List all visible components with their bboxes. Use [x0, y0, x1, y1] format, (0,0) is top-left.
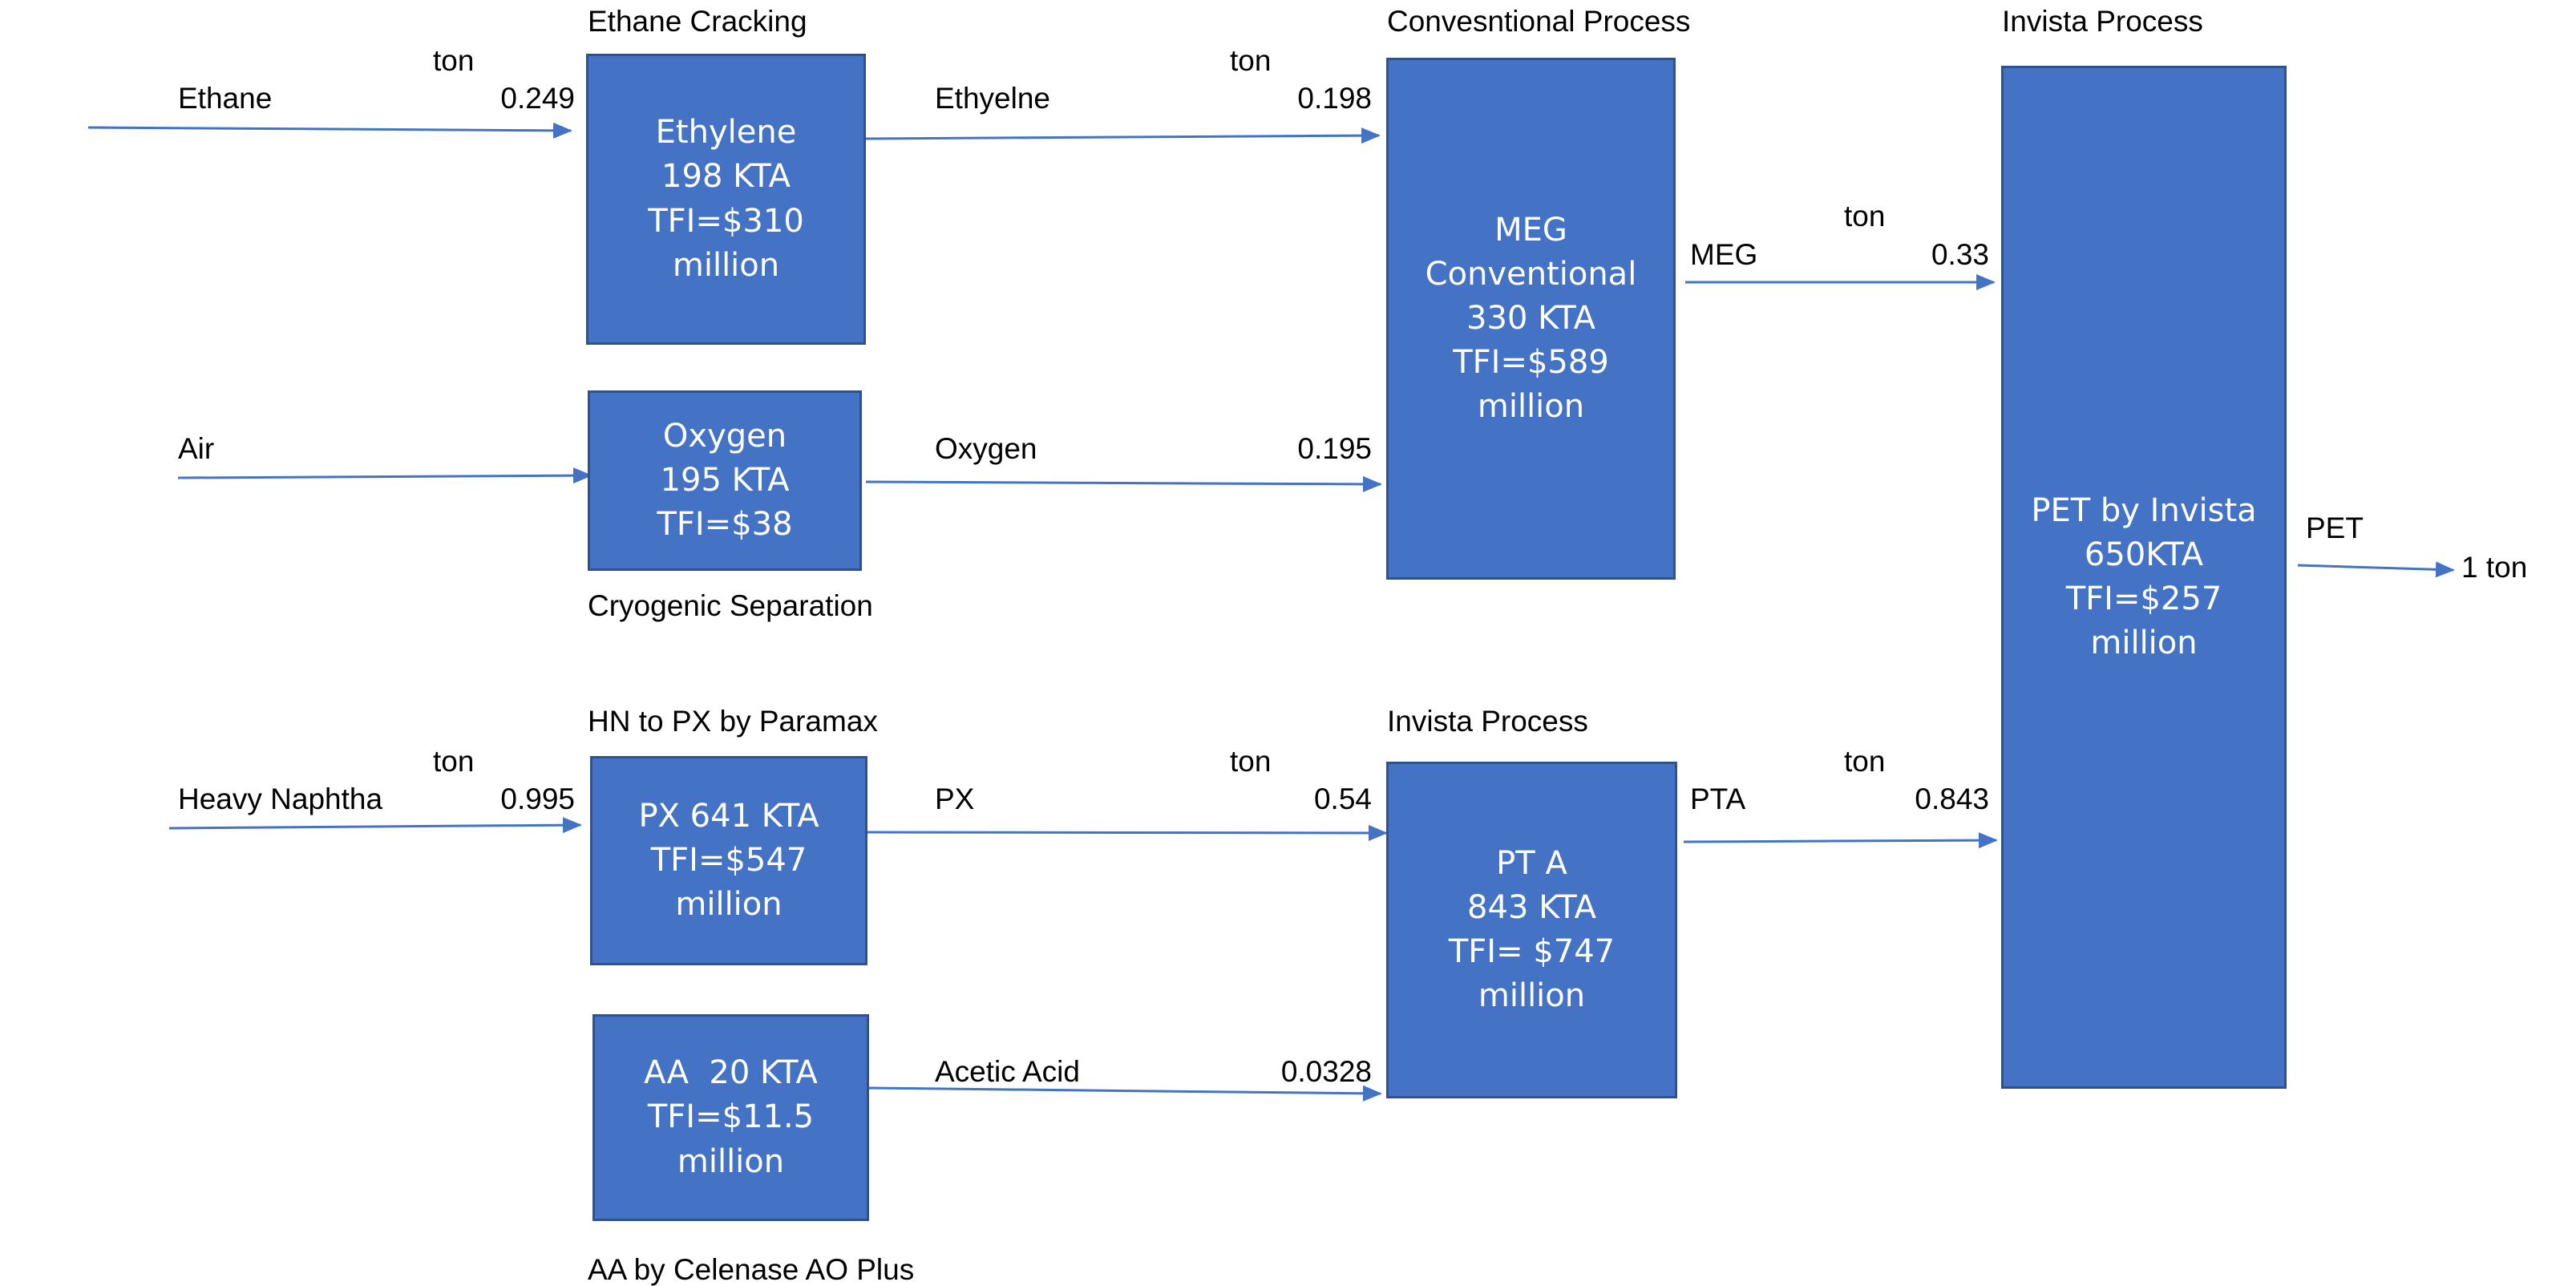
stage-conventional-process: Convesntional Process [1387, 5, 1691, 38]
stage-hn-to-px: HN to PX by Paramax [588, 705, 878, 738]
meg-flow-unit: ton [1844, 200, 1886, 233]
pta-flow-label: PTA [1690, 783, 1746, 815]
stage-cryogenic-separation: Cryogenic Separation [588, 589, 873, 622]
oxygen-box: Oxygen 195 KTA TFI=$38 [588, 390, 862, 571]
aa-line-3: million [677, 1142, 785, 1180]
ethylene-flow-label: Ethyelne [935, 82, 1050, 115]
pta-line-1: PT A [1496, 844, 1567, 882]
pet-output-value: 1 ton [2461, 551, 2528, 584]
meg-line-5: million [1477, 388, 1585, 426]
pta-line-3: TFI= $747 [1448, 933, 1616, 970]
pet-line-4: million [2090, 625, 2198, 662]
ethane-label: Ethane [178, 82, 273, 115]
oxygen-arrow [865, 475, 1382, 492]
oxygen-flow-value: 0.195 [1297, 432, 1372, 465]
oxygen-flow-label: Oxygen [935, 432, 1037, 465]
px-box: PX 641 KTA TFI=$547 million [590, 756, 867, 965]
pet-line-3: TFI=$257 [2065, 580, 2222, 617]
pta-arrow [1683, 832, 1998, 849]
px-line-2: TFI=$547 [650, 841, 807, 879]
air-label: Air [178, 432, 215, 465]
ethylene-line-2: 198 KTA [661, 158, 791, 196]
meg-box: MEG Conventional 330 KTA TFI=$589 millio… [1386, 58, 1676, 580]
oxygen-line-1: Oxygen [662, 417, 787, 455]
oxygen-line-3: TFI=$38 [657, 506, 793, 544]
ethane-arrow [87, 122, 572, 139]
stage-invista-process-pta: Invista Process [1387, 705, 1588, 738]
pet-line-1: PET by Invista [2031, 491, 2257, 529]
acetic-acid-flow-label: Acetic Acid [935, 1055, 1080, 1088]
aa-line-1: AA 20 KTA [644, 1054, 818, 1092]
px-flow-value: 0.54 [1313, 783, 1372, 815]
heavy-naphtha-unit: ton [433, 745, 475, 778]
ethylene-box: Ethylene 198 KTA TFI=$310 million [586, 54, 866, 345]
meg-line-2: Conventional [1425, 255, 1637, 293]
pta-line-2: 843 KTA [1467, 888, 1596, 926]
aa-box: AA 20 KTA TFI=$11.5 million [592, 1014, 869, 1221]
stage-invista-process-pet: Invista Process [2002, 5, 2203, 38]
px-flow-label: PX [935, 783, 975, 815]
px-arrow [865, 824, 1388, 841]
heavy-naphtha-value: 0.995 [500, 783, 575, 815]
pet-box: PET by Invista 650KTA TFI=$257 million [2001, 66, 2287, 1089]
pet-line-2: 650KTA [2084, 536, 2204, 573]
px-line-1: PX 641 KTA [638, 797, 819, 835]
pta-flow-value: 0.843 [1915, 783, 1989, 815]
ethylene-flow-value: 0.198 [1297, 82, 1372, 115]
ethylene-flow-unit: ton [1230, 44, 1272, 77]
oxygen-line-2: 195 KTA [660, 461, 790, 499]
ethylene-line-1: Ethylene [655, 114, 797, 152]
ethane-unit: ton [433, 44, 475, 77]
pta-box: PT A 843 KTA TFI= $747 million [1386, 762, 1677, 1098]
meg-line-1: MEG [1494, 211, 1567, 249]
pta-line-4: million [1478, 977, 1586, 1015]
heavy-naphtha-arrow [168, 817, 582, 834]
acetic-acid-arrow [867, 1085, 1382, 1102]
pta-flow-unit: ton [1844, 745, 1886, 778]
px-line-3: million [675, 886, 783, 924]
ethylene-line-4: million [672, 246, 780, 284]
heavy-naphtha-label: Heavy Naphtha [178, 783, 383, 815]
air-arrow [177, 467, 592, 484]
ethane-value: 0.249 [500, 82, 575, 115]
meg-line-3: 330 KTA [1466, 299, 1595, 337]
meg-flow-value: 0.33 [1931, 238, 1989, 271]
stage-aa-by-celenase: AA by Celenase AO Plus [588, 1253, 915, 1286]
pet-flow-label: PET [2306, 512, 2364, 544]
acetic-acid-flow-value: 0.0328 [1280, 1055, 1372, 1088]
pet-arrow [2297, 561, 2455, 578]
meg-flow-label: MEG [1690, 238, 1758, 271]
aa-line-2: TFI=$11.5 [647, 1098, 815, 1136]
ethylene-arrow [865, 127, 1381, 144]
px-flow-unit: ton [1230, 745, 1272, 778]
meg-line-4: TFI=$589 [1453, 344, 1609, 382]
ethylene-line-3: TFI=$310 [648, 202, 804, 240]
stage-ethane-cracking: Ethane Cracking [588, 5, 807, 38]
